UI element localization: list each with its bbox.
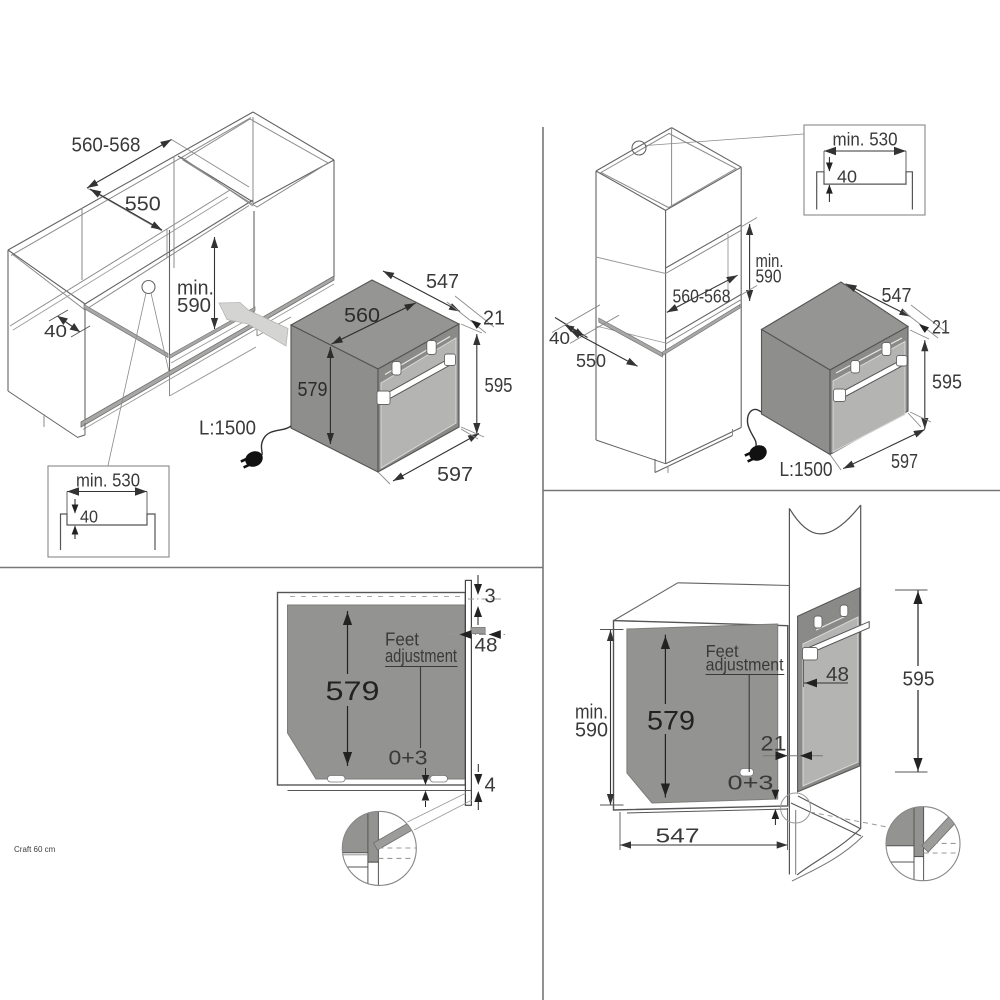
svg-text:21: 21	[483, 307, 505, 330]
svg-text:48: 48	[475, 636, 498, 657]
svg-text:595: 595	[903, 668, 935, 691]
svg-text:547: 547	[656, 825, 700, 848]
svg-text:579: 579	[326, 676, 380, 706]
svg-text:min.: min.	[756, 250, 784, 271]
svg-text:40: 40	[44, 321, 67, 341]
svg-text:adjustment: adjustment	[385, 646, 457, 666]
svg-text:590: 590	[177, 295, 211, 317]
svg-text:40: 40	[80, 507, 98, 527]
svg-text:560: 560	[344, 304, 380, 327]
svg-text:590: 590	[575, 719, 608, 742]
svg-text:595: 595	[932, 371, 962, 394]
svg-text:547: 547	[426, 270, 459, 293]
svg-text:40: 40	[837, 167, 857, 187]
svg-text:560-568: 560-568	[673, 287, 731, 307]
svg-text:min. 530: min. 530	[833, 130, 898, 150]
svg-text:21: 21	[761, 732, 787, 756]
svg-text:4: 4	[485, 775, 496, 797]
svg-text:min.: min.	[177, 278, 214, 300]
svg-text:adjustment: adjustment	[706, 655, 784, 675]
svg-text:Craft 60 cm: Craft 60 cm	[14, 845, 56, 854]
svg-text:0+3: 0+3	[389, 748, 428, 770]
svg-text:L:1500: L:1500	[780, 458, 833, 481]
svg-text:Feet: Feet	[385, 630, 419, 650]
svg-text:550: 550	[125, 194, 161, 216]
svg-text:40: 40	[549, 328, 570, 348]
svg-text:595: 595	[485, 374, 513, 397]
svg-text:Feet: Feet	[706, 641, 739, 661]
svg-text:579: 579	[298, 378, 328, 401]
svg-text:547: 547	[882, 284, 912, 307]
svg-text:min.: min.	[575, 701, 608, 724]
svg-text:0+3: 0+3	[728, 773, 774, 795]
svg-text:21: 21	[932, 317, 950, 339]
svg-text:597: 597	[891, 450, 918, 473]
svg-text:L:1500: L:1500	[199, 417, 256, 440]
svg-text:550: 550	[576, 350, 606, 371]
svg-text:min. 530: min. 530	[76, 471, 140, 491]
svg-text:560-568: 560-568	[72, 135, 141, 157]
svg-text:590: 590	[756, 266, 782, 287]
svg-text:579: 579	[647, 706, 695, 736]
svg-text:48: 48	[826, 664, 849, 686]
svg-text:3: 3	[485, 586, 496, 608]
svg-text:597: 597	[437, 463, 473, 486]
